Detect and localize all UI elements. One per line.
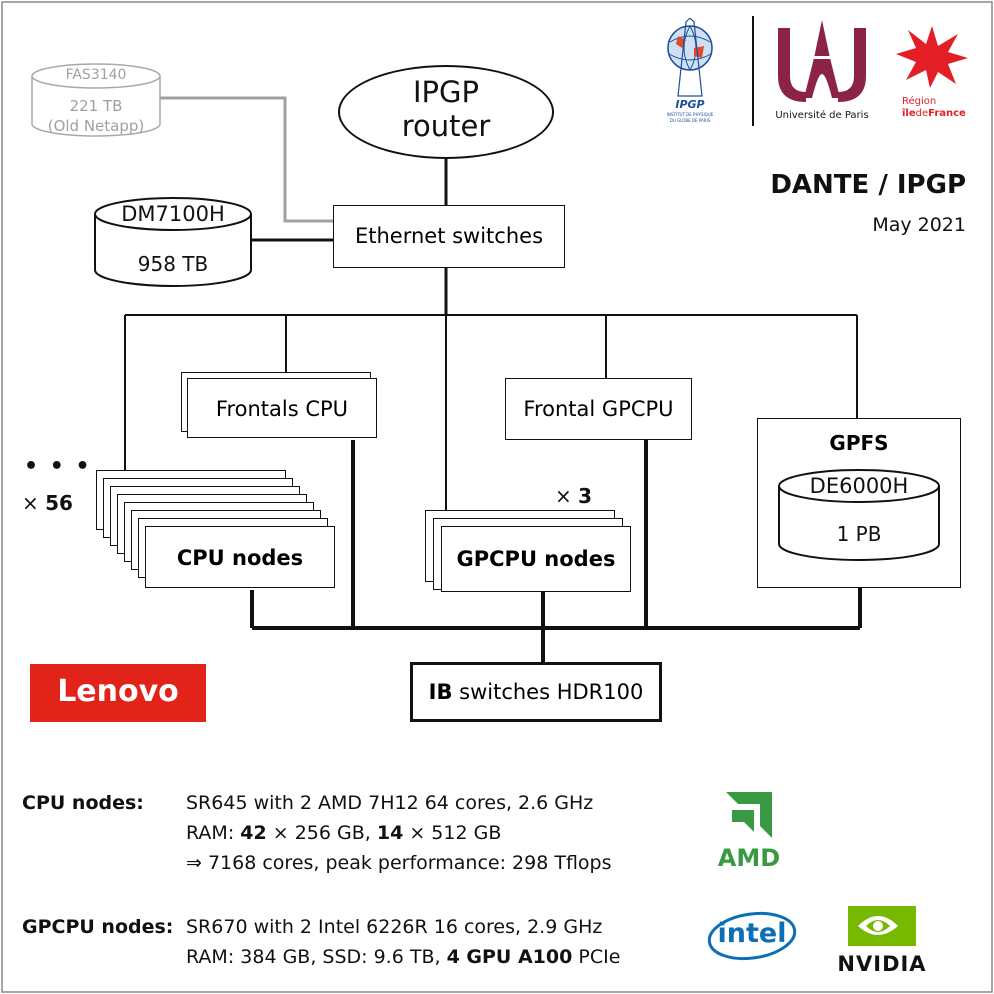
ipgp-logo-sub1: INSTITUT DE PHYSIQUE	[666, 112, 714, 117]
cpu-ram-size-1: × 256 GB,	[266, 822, 377, 844]
amd-arrow-icon	[726, 792, 772, 838]
intel-text: intel	[717, 918, 787, 949]
ipgp-logo: IPGP INSTITUT DE PHYSIQUE DU GLOBE DE PA…	[660, 17, 720, 126]
ib-switches-box: IB switches HDR100	[410, 662, 662, 722]
cpu-ram-count-2: 14	[376, 822, 404, 844]
router-line1: IPGP	[412, 75, 479, 109]
ipgp-logo-sub2: DU GLOBE DE PARIS	[669, 118, 711, 123]
old-storage-cylinder	[31, 63, 161, 137]
lenovo-logo: Lenovo	[30, 664, 206, 722]
dm-storage-cylinder	[94, 197, 252, 287]
iledefrance-part2: de	[915, 108, 929, 119]
cpu-specs-line3: ⇒ 7168 cores, peak performance: 298 Tflo…	[186, 852, 612, 874]
frontals-cpu-box: Frontals CPU	[187, 378, 377, 438]
ib-label-bold: IB	[428, 680, 453, 704]
universite-logo: Université de Paris	[770, 18, 874, 124]
dm-storage-name: DM7100H	[121, 202, 225, 226]
cpu-nodes-label: CPU nodes	[176, 546, 304, 570]
gpcpu-ram-ssd: RAM: 384 GB, SSD: 9.6 TB,	[186, 946, 447, 968]
old-storage-size: 221 TB	[69, 97, 123, 115]
region-logo: Région îledeFrance	[894, 24, 970, 124]
gpcpu-gpu: 4 GPU A100	[446, 946, 573, 968]
page-title: DANTE / IPGP	[770, 170, 966, 200]
ipgp-router: IPGP router	[338, 65, 554, 159]
gpfs-storage-name: DE6000H	[809, 474, 909, 498]
frontals-cpu-label: Frontals CPU	[215, 397, 349, 421]
gpcpu-nodes-box: GPCPU nodes	[441, 526, 631, 592]
ethernet-label: Ethernet switches	[354, 224, 544, 248]
cpu-specs-heading: CPU nodes:	[22, 792, 144, 814]
router-line2: router	[401, 109, 491, 143]
page-date: May 2021	[872, 214, 966, 236]
gpcpu-specs-heading: GPCPU nodes:	[22, 916, 174, 938]
ipgp-logo-text: IPGP	[675, 98, 705, 111]
amd-logo: AMD	[704, 792, 794, 876]
ethernet-switches-box: Ethernet switches	[333, 205, 565, 268]
ib-label: IB switches HDR100	[413, 680, 659, 704]
gpfs-storage-size: 1 PB	[836, 522, 882, 546]
nvidia-logo: NVIDIA	[834, 900, 930, 978]
cpu-specs-line2: RAM: 42 × 256 GB, 14 × 512 GB	[186, 818, 501, 848]
universite-text: Université de Paris	[775, 110, 869, 121]
gpfs-storage-cylinder	[778, 469, 940, 561]
frontal-gpcpu-label: Frontal GPCPU	[523, 397, 674, 421]
lenovo-text: Lenovo	[57, 674, 179, 709]
gpcpu-gpu-iface: PCIe	[572, 946, 621, 968]
cpu-count-value: 56	[45, 491, 73, 515]
nvidia-text: NVIDIA	[837, 952, 927, 976]
iledefrance-part3: France	[928, 108, 966, 119]
dm-storage-size: 958 TB	[137, 252, 209, 276]
gpcpu-count: × 3	[555, 484, 592, 508]
ib-label-rest: switches HDR100	[452, 680, 644, 704]
intel-logo: intel	[706, 908, 798, 964]
cpu-dots: • • •	[24, 454, 92, 479]
ipgp-globe-icon	[667, 17, 713, 97]
cpu-nodes-box: CPU nodes	[145, 526, 335, 588]
region-star-icon	[896, 26, 968, 88]
amd-text: AMD	[717, 844, 781, 872]
universite-emblem-icon	[778, 20, 866, 102]
cpu-count: × 56	[22, 491, 73, 515]
old-storage-name: FAS3140	[65, 67, 127, 83]
gpcpu-nodes-label: GPCPU nodes	[456, 547, 616, 571]
cpu-times: ×	[22, 491, 39, 515]
nvidia-eye-icon	[848, 906, 916, 946]
gpcpu-specs-line2: RAM: 384 GB, SSD: 9.6 TB, 4 GPU A100 PCI…	[186, 942, 620, 972]
gpfs-title: GPFS	[829, 431, 889, 455]
cpu-ram-label: RAM:	[186, 822, 241, 844]
cpu-specs-line1: SR645 with 2 AMD 7H12 64 cores, 2.6 GHz	[186, 792, 594, 814]
cpu-ram-count-1: 42	[240, 822, 267, 844]
frontal-gpcpu-box: Frontal GPCPU	[505, 378, 692, 440]
intel-swoosh-icon	[707, 911, 797, 961]
gpcpu-count-value: 3	[578, 484, 593, 508]
region-text: Région	[902, 96, 937, 107]
old-storage-link	[159, 96, 333, 223]
logo-divider	[752, 16, 754, 126]
gpcpu-specs-line1: SR670 with 2 Intel 6226R 16 cores, 2.9 G…	[186, 916, 603, 938]
gpcpu-times: ×	[555, 484, 572, 508]
iledefrance-text: îledeFrance	[902, 108, 966, 119]
cpu-ram-size-2: × 512 GB	[403, 822, 502, 844]
old-storage-note: (Old Netapp)	[47, 117, 145, 135]
iledefrance-part1: île	[902, 108, 916, 119]
